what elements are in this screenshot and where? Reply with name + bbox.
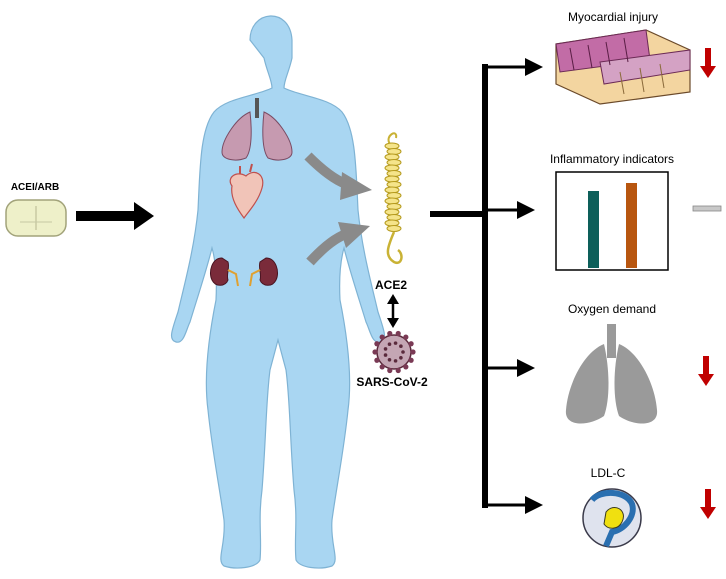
drug-label: ACEI/ARB [11, 182, 59, 193]
no-change-indicator-inflammatory [692, 205, 722, 212]
ace2-receptor-illustration [384, 132, 403, 265]
virus-label: SARS-CoV-2 [356, 375, 428, 389]
outcome-label-myocardial-injury: Myocardial injury [568, 10, 658, 24]
heart-illustration [229, 163, 264, 220]
outcome-label-oxygen-demand: Oxygen demand [568, 302, 656, 316]
outcome-label-ldl-c: LDL-C [591, 466, 626, 480]
outcome-label-inflammatory-indicators: Inflammatory indicators [550, 152, 674, 166]
decrease-arrow-myocardial-injury [700, 48, 716, 78]
decrease-arrow-oxygen-demand [698, 356, 714, 386]
gray-lungs-illustration [565, 324, 658, 424]
gray-arrows-to-ace2 [304, 152, 372, 266]
human-body-silhouette [170, 15, 386, 569]
ace2-label: ACE2 [375, 278, 407, 292]
inflammatory-bar-chart-illustration [555, 171, 669, 271]
kidneys-illustration [209, 257, 279, 287]
branching-connector [430, 58, 543, 514]
binding-double-arrow [387, 294, 399, 328]
acei-arb-pill [5, 199, 67, 237]
lungs-illustration [221, 98, 293, 161]
decrease-arrow-ldl-c [700, 489, 716, 519]
myocardial-tissue-illustration [555, 29, 691, 105]
drug-to-body-arrow [76, 202, 154, 230]
ldl-particle-illustration [582, 488, 642, 548]
sars-cov-2-virus-illustration [372, 330, 416, 374]
